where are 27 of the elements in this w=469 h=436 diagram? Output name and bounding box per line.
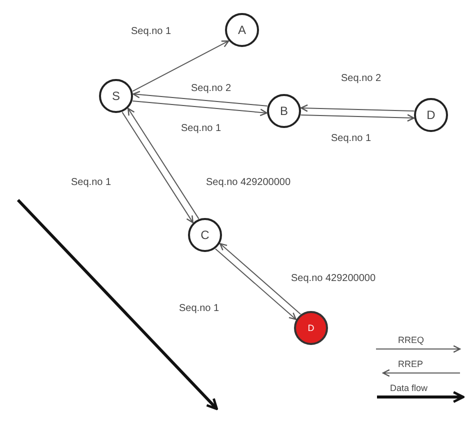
network-node: D <box>414 98 448 132</box>
edge-label: Seq.no 2 <box>340 73 382 84</box>
edge-label: Seq.no 429200000 <box>290 273 377 284</box>
arrow <box>128 108 200 220</box>
network-node: A <box>225 13 259 47</box>
edge-label: Seq.no 429200000 <box>205 177 292 188</box>
arrow <box>132 90 268 106</box>
arrow <box>214 248 297 320</box>
arrow <box>219 242 302 315</box>
edge-label: Seq.no 1 <box>330 133 372 144</box>
destination-node: D <box>294 311 328 345</box>
edge-label: Seq.no 1 <box>130 26 172 37</box>
arrow <box>132 100 268 116</box>
edge-label: Seq.no 1 <box>180 123 222 134</box>
legend-label: Data flow <box>390 383 428 393</box>
arrow <box>300 114 414 122</box>
edge-label: Seq.no 2 <box>190 83 232 94</box>
network-node: C <box>188 218 222 252</box>
edge-label: Seq.no 1 <box>70 177 112 188</box>
edge-label: Seq.no 1 <box>178 303 220 314</box>
legend-label: RREP <box>398 359 424 369</box>
legend-label: RREQ <box>398 335 424 345</box>
network-node: B <box>267 94 301 128</box>
arrow <box>300 104 415 112</box>
network-node: S <box>99 79 133 113</box>
arrow <box>122 112 194 224</box>
arrow <box>132 40 230 92</box>
